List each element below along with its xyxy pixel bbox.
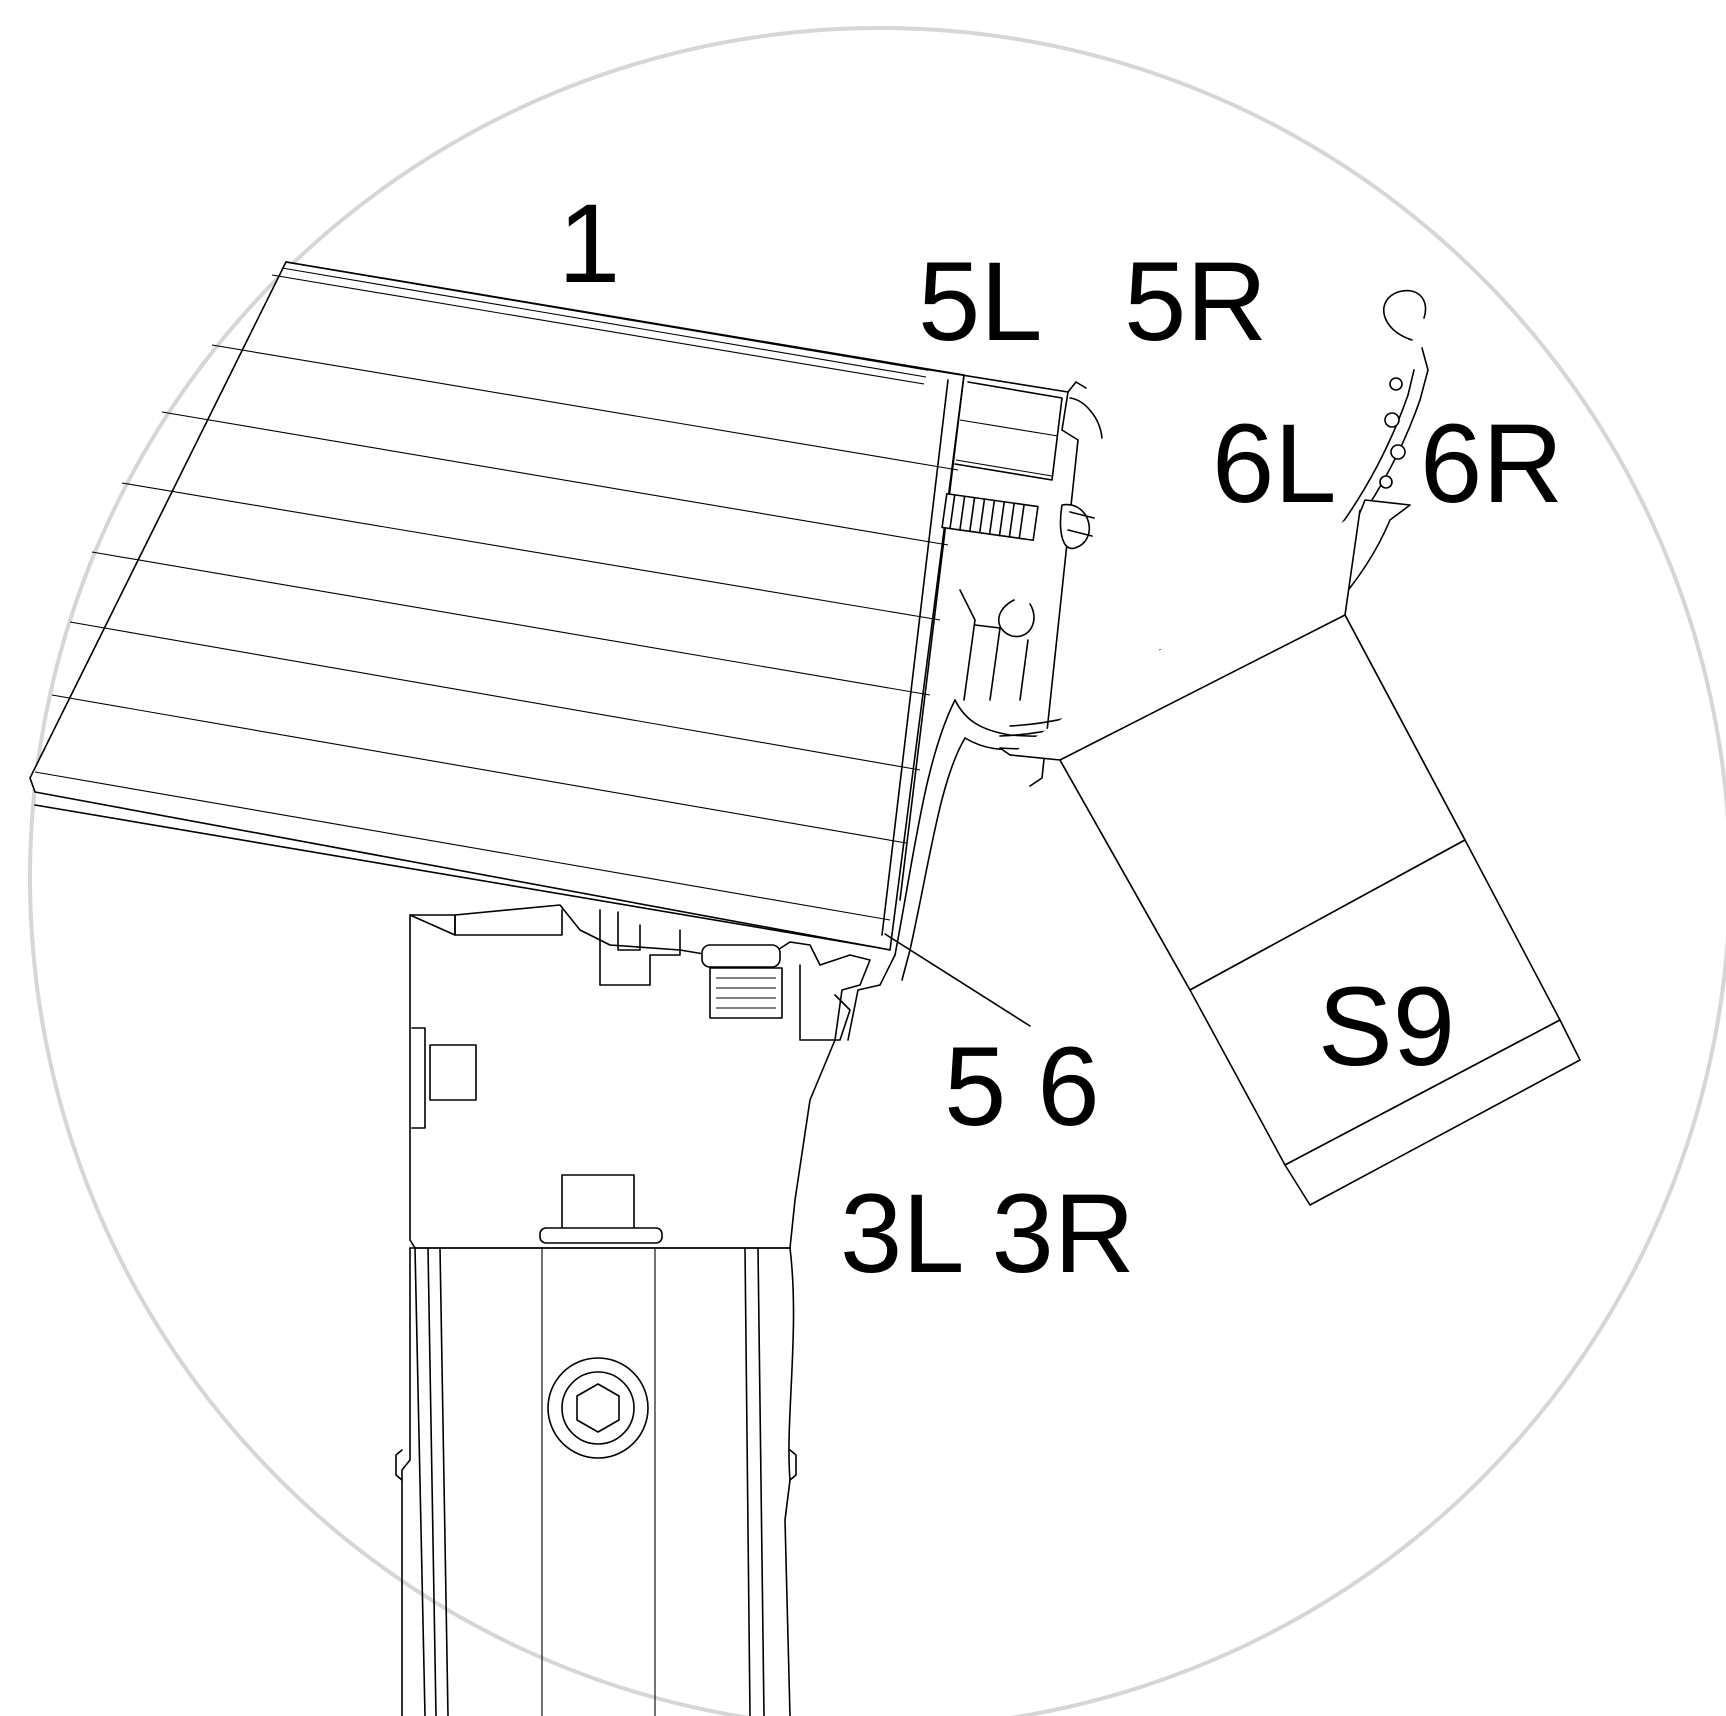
post (395, 1247, 797, 1716)
label-3l-3r: 3L 3R (840, 1171, 1135, 1296)
label-6l: 6L (1212, 401, 1337, 526)
label-6r: 6R (1420, 401, 1563, 526)
detail-circle (28, 26, 1726, 1716)
label-5l: 5L (918, 239, 1043, 364)
label-5r: 5R (1124, 239, 1267, 364)
label-s9: S9 (1318, 964, 1455, 1089)
roof-panel (29, 261, 965, 951)
top-cap-profile (917, 367, 1103, 787)
lower-bracket (409, 904, 871, 1249)
leader-line-5-6 (884, 933, 1031, 1027)
label-5-6: 5 6 (944, 1024, 1100, 1149)
hex-bolt-head (547, 1357, 649, 1459)
s9-support (1059, 614, 1581, 1206)
spring-screw (941, 492, 1095, 550)
hook-clip (959, 589, 1035, 701)
label-1: 1 (558, 181, 620, 306)
